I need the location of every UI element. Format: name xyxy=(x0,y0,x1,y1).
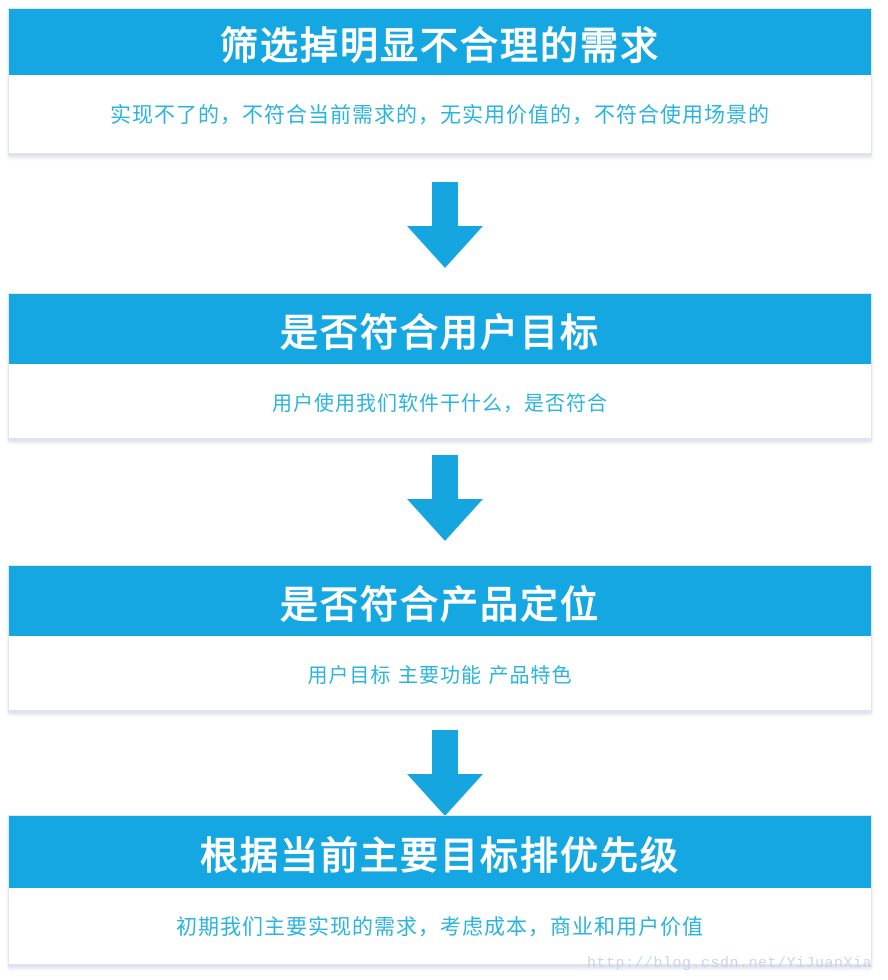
arrow-down-shape xyxy=(407,730,483,816)
flow-step-card-2: 是否符合用户目标 用户使用我们软件干什么，是否符合 xyxy=(8,293,872,441)
flow-step-subtitle-1: 实现不了的，不符合当前需求的，无实用价值的，不符合使用场景的 xyxy=(9,75,871,153)
flow-step-subtitle-4: 初期我们主要实现的需求，考虑成本，商业和用户价值 xyxy=(9,888,871,964)
flow-step-subtitle-3: 用户目标 主要功能 产品特色 xyxy=(9,636,871,710)
arrow-down-shape xyxy=(407,455,483,541)
arrow-down-icon-2 xyxy=(405,455,485,541)
arrow-down-icon-1 xyxy=(405,182,485,268)
flow-step-card-3: 是否符合产品定位 用户目标 主要功能 产品特色 xyxy=(8,565,872,713)
flow-step-card-1: 筛选掉明显不合理的需求 实现不了的，不符合当前需求的，无实用价值的，不符合使用场… xyxy=(8,8,872,156)
flow-step-title-2: 是否符合用户目标 xyxy=(9,294,871,364)
flow-step-card-4: 根据当前主要目标排优先级 初期我们主要实现的需求，考虑成本，商业和用户价值 xyxy=(8,815,872,967)
arrow-down-icon-3 xyxy=(405,730,485,816)
arrow-down-shape xyxy=(407,182,483,268)
flow-step-title-1: 筛选掉明显不合理的需求 xyxy=(9,9,871,75)
flow-step-subtitle-2: 用户使用我们软件干什么，是否符合 xyxy=(9,364,871,438)
flow-step-title-3: 是否符合产品定位 xyxy=(9,566,871,636)
flow-step-title-4: 根据当前主要目标排优先级 xyxy=(9,816,871,888)
